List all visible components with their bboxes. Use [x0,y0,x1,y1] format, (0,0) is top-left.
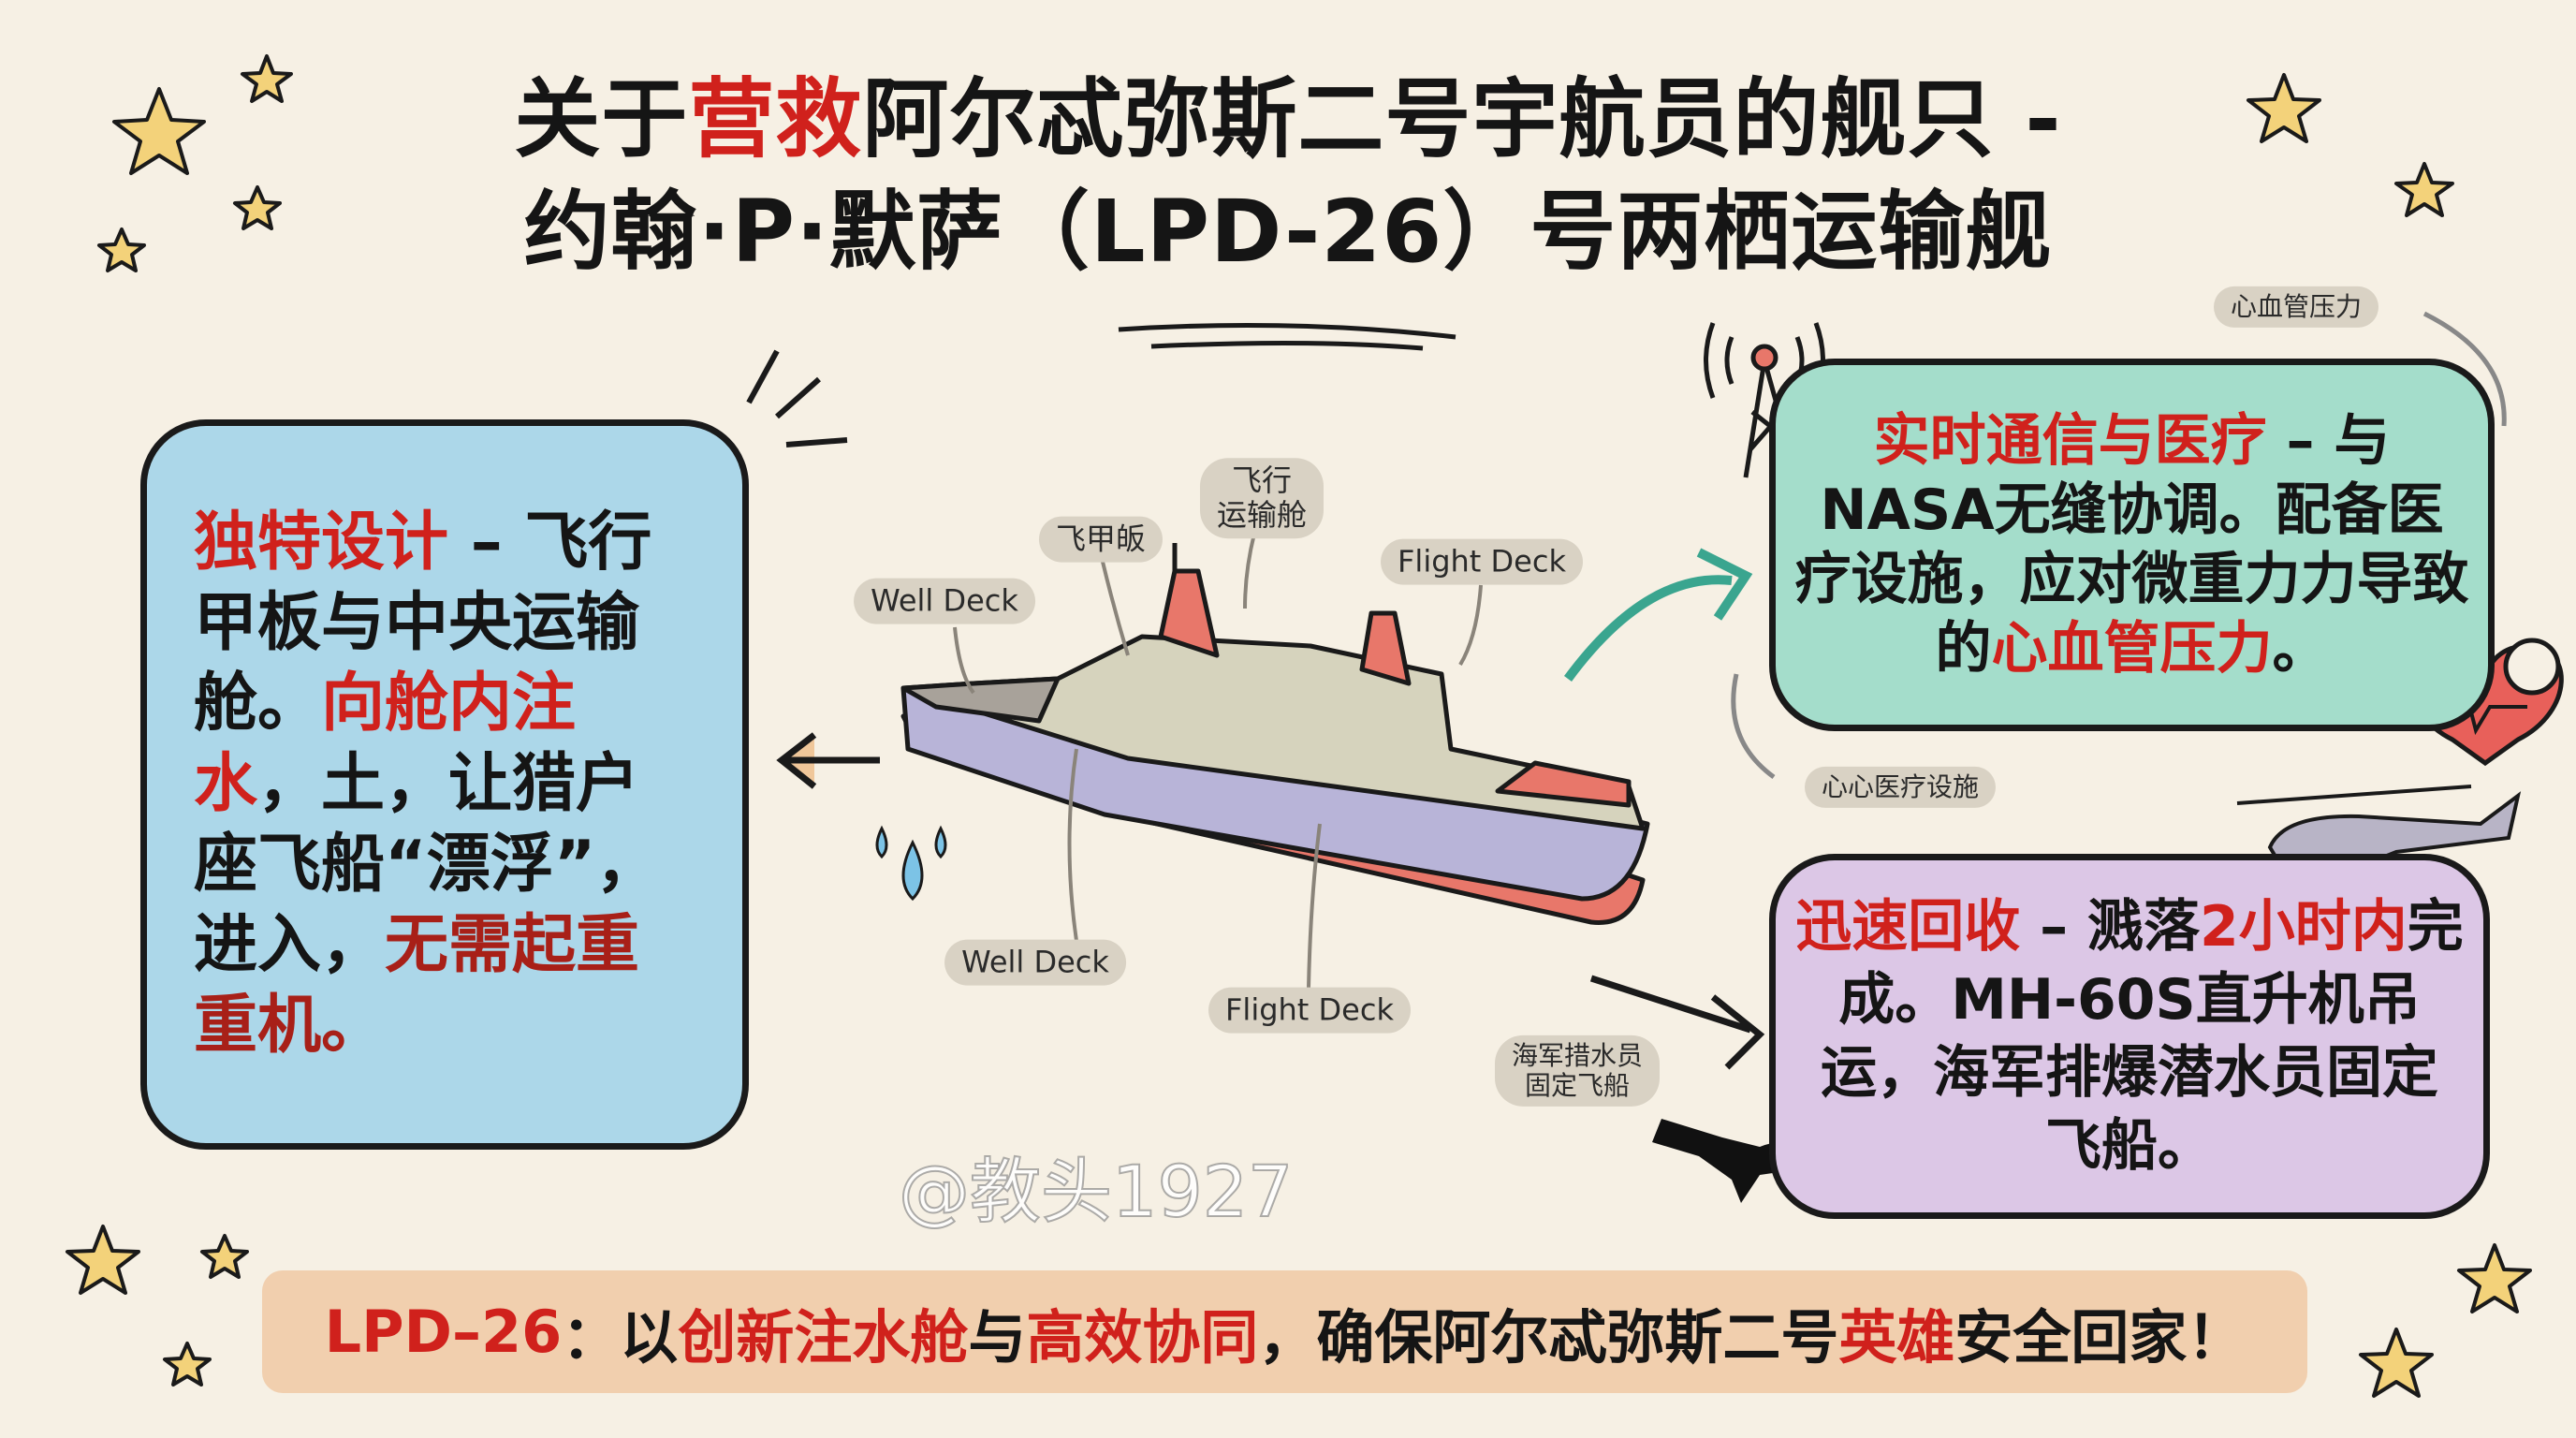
label-well-deck-top: Well Deck [854,578,1035,624]
accent-lines-icon [746,349,848,448]
rapid-recovery-text: 迅速回收 – 溅落2小时内完成。MH-60S直升机吊运，海军排爆潜水员固定飞船。 [1794,890,2465,1182]
star-icon [112,87,206,175]
label-line: 飞行 [1231,462,1293,499]
box-text: ，土，让猎户座飞船“漂浮”，进入， [194,747,660,982]
label-cardio: 心血管压力 [2213,286,2379,329]
label-diver: 海军措水员 固定飞船 [1494,1034,1661,1108]
box-heading: 独特设计 [194,506,449,580]
ship-illustration [900,543,1650,925]
title-text: 阿尔忒弥斯二号宇航员的舰只 - [862,69,2062,169]
label-flight-deck-cn: 飞甲皈 [1038,516,1164,563]
star-icon [2359,1328,2434,1398]
box-highlight: 向舱内注水 [194,667,577,821]
star-icon [97,227,146,272]
watermark: @教头1927 [898,1150,1294,1233]
banner-text: 与 [968,1302,1027,1372]
unique-design-box: 独特设计 – 飞行甲板与中央运输舱。向舱内注水，土，让猎户座飞船“漂浮”，进入，… [140,419,749,1150]
star-icon [241,54,293,103]
banner-text: ：以 [562,1302,679,1372]
box-text: 完成。MH-60S直升机吊运，海军排爆潜水员固定飞船。 [1821,894,2464,1179]
leader-lines [953,533,1483,989]
rapid-recovery-box: 迅速回收 – 溅落2小时内完成。MH-60S直升机吊运，海军排爆潜水员固定飞船。 [1769,854,2490,1219]
box-text: – 与NASA无缝协调。配备医疗设施，应对微重力力导致的 [1794,408,2469,682]
label-flight-deck-bottom: Flight Deck [1208,987,1411,1034]
page-title-line1: 关于营救阿尔忒弥斯二号宇航员的舰只 - [0,77,2576,163]
arrow-upright-icon [1563,548,1753,682]
title-highlight: 营救 [688,69,863,169]
box-highlight: 心血管压力 [1991,616,2273,682]
label-line: 海军措水员 [1511,1039,1644,1071]
curved-arrow-icon [2422,311,2507,427]
box-text: – 溅落 [2020,894,2201,960]
curved-arrow-icon [1731,673,1776,780]
star-icon [2457,1243,2532,1313]
label-line: 固定飞船 [1524,1070,1631,1101]
box-highlight: 无需起重重机。 [194,908,640,1063]
bottom-banner: LPD–26：以创新注水舱与高效协同，确保阿尔忒弥斯二号英雄安全回家！ [262,1270,2307,1393]
arrow-right-icon [1589,975,1765,1070]
banner-highlight: 创新注水舱 [678,1302,969,1372]
box-text: 。 [2272,616,2329,682]
star-icon [66,1225,140,1295]
banner-text: ，确保阿尔忒弥斯二号 [1258,1302,1839,1372]
banner-highlight: 英雄 [1838,1302,1955,1372]
banner-text: 安全回家！ [1954,1302,2246,1372]
box-text: 飞行甲板与中央运输舱。 [194,506,652,741]
title-underline [1118,323,1456,351]
label-flight-deck-top: Flight Deck [1381,538,1583,585]
star-icon [200,1234,249,1279]
unique-design-text: 独特设计 – 飞行甲板与中央运输舱。向舱内注水，土，让猎户座飞船“漂浮”，进入，… [194,503,695,1066]
box-heading: 迅速回收 [1795,894,2021,960]
box-heading: 实时通信与医疗 [1873,408,2267,474]
label-line: 运输舱 [1216,497,1308,533]
comm-medical-box: 实时通信与医疗 – 与NASA无缝协调。配备医疗设施，应对微重力力导致的心血管压… [1769,359,2495,731]
star-icon [233,185,282,230]
label-medical: 心心医疗设施 [1804,766,1997,809]
page-title-line2: 约翰·P·默萨（LPD-26）号两栖运输舰 [523,182,2053,282]
label-well-deck-bottom: Well Deck [944,939,1126,986]
title-text: 关于 [514,69,689,169]
comm-medical-text: 实时通信与医疗 – 与NASA无缝协调。配备医疗设施，应对微重力力导致的心血管压… [1794,406,2469,683]
label-flight-cargo: 飞行 运输舱 [1199,458,1325,538]
box-highlight: 2小时内 [2200,894,2408,960]
banner-highlight: 高效协同 [1026,1302,1259,1372]
star-icon [2247,73,2321,143]
box-text: – [448,506,525,580]
star-icon [2394,162,2454,217]
star-icon [163,1342,212,1387]
water-drops-icon [875,825,947,902]
arrow-left-icon [776,732,880,789]
banner-highlight: LPD–26 [324,1298,563,1366]
